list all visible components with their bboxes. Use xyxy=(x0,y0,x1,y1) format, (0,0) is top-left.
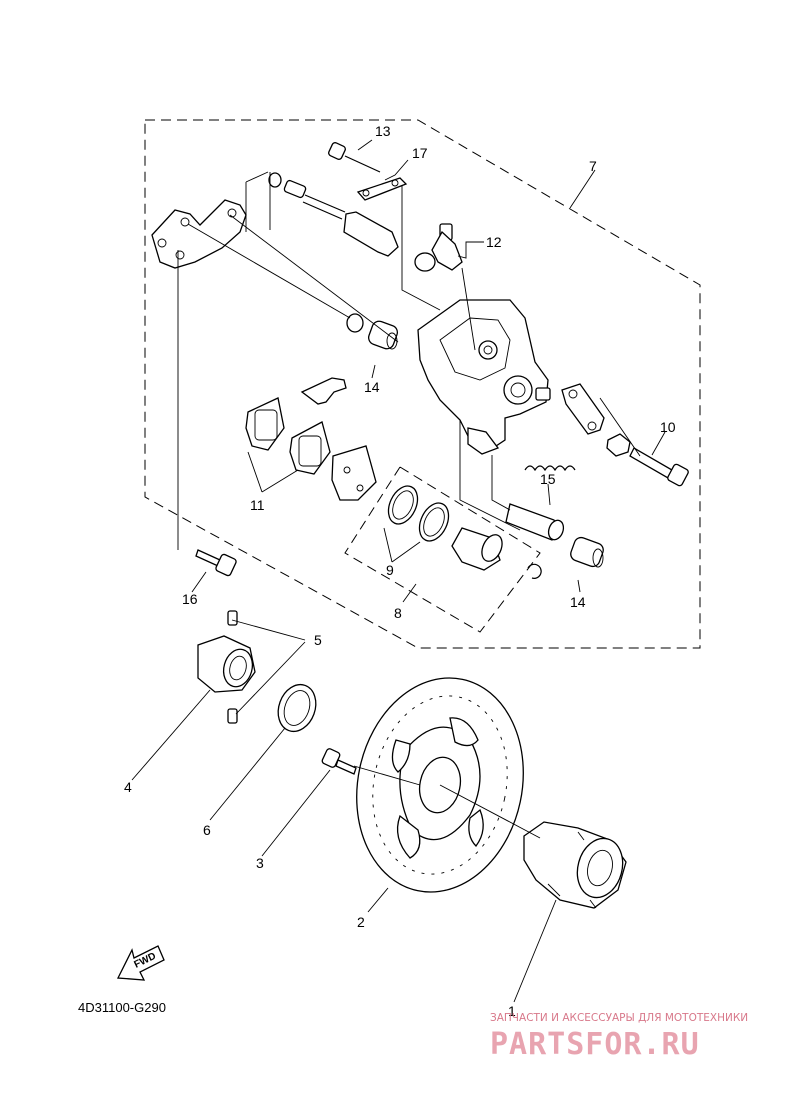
callout-5: 5 xyxy=(314,632,322,648)
boot-14-upper xyxy=(368,320,398,350)
bolt-10 xyxy=(629,447,689,487)
callout-6: 6 xyxy=(203,822,211,838)
lock-plate-16 xyxy=(356,177,408,201)
callout-2: 2 xyxy=(357,914,365,930)
leader-lines xyxy=(131,139,666,1003)
callout-11: 11 xyxy=(250,497,265,513)
bolt-13 xyxy=(328,142,381,173)
bleed-screw-12 xyxy=(414,223,463,272)
spring-15 xyxy=(524,465,576,472)
piston-kit-boundary xyxy=(344,466,541,633)
spacer-6-inner xyxy=(283,690,311,726)
callout-10: 10 xyxy=(660,419,676,435)
callout-8: 8 xyxy=(394,605,402,621)
caliper-bracket xyxy=(151,199,247,269)
callout-14-lower: 14 xyxy=(570,594,586,610)
callout-17: 16 xyxy=(182,591,198,607)
brake-pad-kit-11 xyxy=(245,397,377,501)
callout-16: 17 xyxy=(412,145,428,161)
callout-1: 1 xyxy=(508,1003,516,1019)
watermark-tagline: ЗАПЧАСТИ И АКСЕССУАРЫ ДЛЯ МОТОТЕХНИКИ xyxy=(490,1012,748,1024)
caliper-seal-kit-9 xyxy=(387,485,450,542)
disc-adapter-4 xyxy=(197,635,256,693)
set-screw-5-lower xyxy=(227,708,238,724)
callout-3: 3 xyxy=(256,855,264,871)
callout-4: 4 xyxy=(124,779,132,795)
slide-pin-lower xyxy=(505,503,565,541)
nut-10 xyxy=(606,433,631,457)
callout-14-upper: 14 xyxy=(364,379,380,395)
callout-7: 7 xyxy=(589,158,597,174)
callout-labels: 13 17 7 12 14 10 15 11 9 14 8 16 5 4 6 3… xyxy=(124,123,676,1019)
drawing-code: 4D31100-G290 xyxy=(78,1000,166,1015)
spacer-6 xyxy=(277,683,317,733)
callout-9: 9 xyxy=(386,562,394,578)
washer-small xyxy=(268,172,282,188)
slide-pin xyxy=(283,179,399,257)
pad-spring xyxy=(300,377,347,405)
support-plate xyxy=(561,383,605,435)
caliper-assembly-boundary xyxy=(144,119,701,649)
watermark: ЗАПЧАСТИ И АКСЕССУАРЫ ДЛЯ МОТОТЕХНИКИ PA… xyxy=(490,1012,748,1062)
hub-1 xyxy=(523,821,627,909)
callout-15: 15 xyxy=(540,471,556,487)
watermark-brand: PARTSFOR.RU xyxy=(490,1027,700,1062)
washer-14-upper xyxy=(346,313,364,333)
caliper-body xyxy=(417,299,551,455)
callout-13: 13 xyxy=(375,123,391,139)
callout-12: 12 xyxy=(486,234,502,250)
set-screw-5-upper xyxy=(227,610,238,626)
piston xyxy=(451,527,503,571)
bolt-17 xyxy=(195,549,237,577)
disc-bolt-3 xyxy=(321,748,357,775)
circlip xyxy=(527,563,542,579)
boot-14-lower xyxy=(570,536,604,568)
fwd-arrow-icon: FWD xyxy=(116,945,165,981)
